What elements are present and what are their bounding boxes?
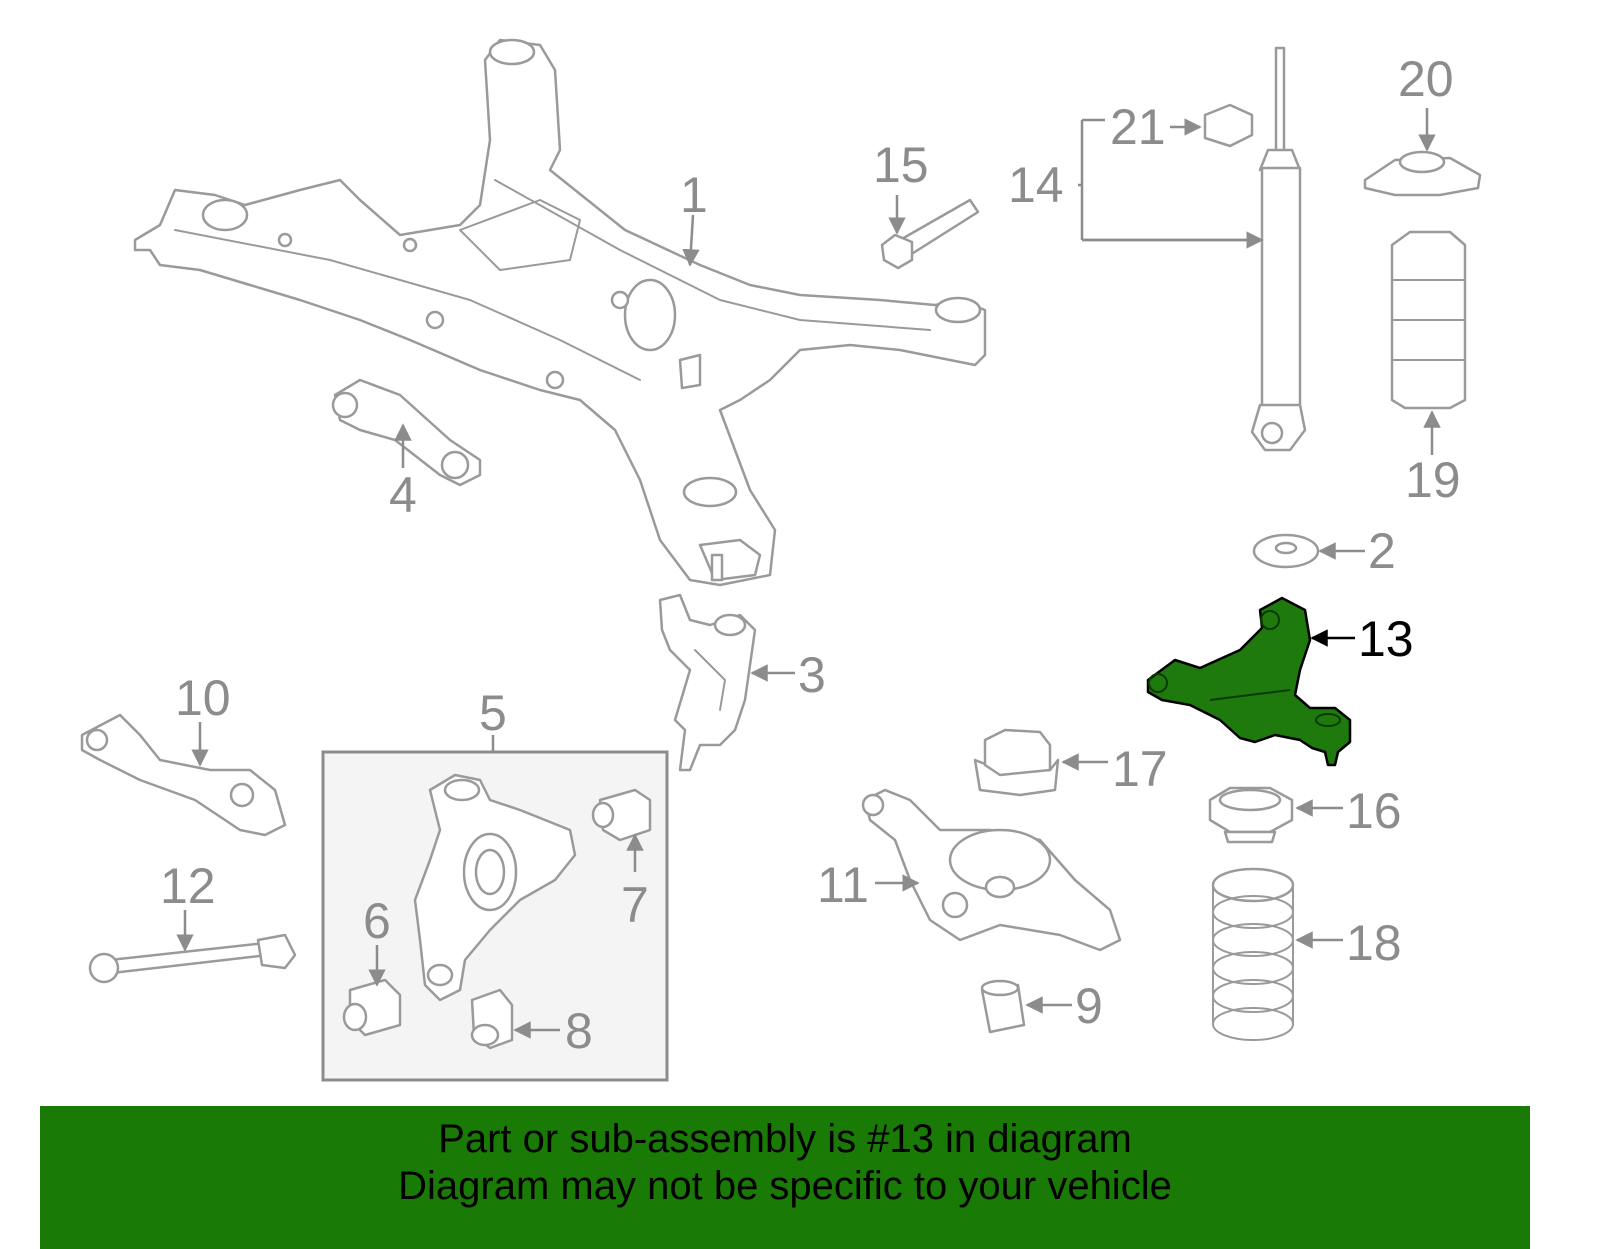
control-arm-part-13 bbox=[1146, 596, 1352, 767]
knuckle-inset-box bbox=[321, 750, 669, 1082]
bracket-part-3 bbox=[658, 593, 757, 772]
callout-4: 4 bbox=[389, 467, 417, 523]
banner-line-disclaimer: Diagram may not be specific to your vehi… bbox=[398, 1164, 1172, 1208]
callout-7: 7 bbox=[621, 877, 649, 933]
shock-absorber-part-14 bbox=[1250, 46, 1307, 452]
callout-10: 10 bbox=[175, 670, 231, 726]
leader-lines bbox=[176, 108, 1441, 1039]
info-banner: Part or sub-assembly is #13 in diagram D… bbox=[40, 1106, 1530, 1249]
callout-8: 8 bbox=[565, 1003, 593, 1059]
callout-11: 11 bbox=[817, 857, 869, 913]
callout-12: 12 bbox=[160, 858, 216, 914]
callout-9: 9 bbox=[1075, 978, 1103, 1034]
callout-20: 20 bbox=[1398, 51, 1454, 107]
boot-part-19 bbox=[1390, 230, 1467, 410]
spring-seat-part-16 bbox=[1208, 786, 1294, 844]
callout-15: 15 bbox=[873, 137, 929, 193]
upper-mount-part-20 bbox=[1363, 150, 1482, 197]
nut-part-21 bbox=[1203, 103, 1254, 148]
banner-line-part-number: Part or sub-assembly is #13 in diagram bbox=[438, 1117, 1132, 1161]
callout-18: 18 bbox=[1346, 915, 1402, 971]
callout-1: 1 bbox=[680, 167, 708, 223]
lower-arm-part-11 bbox=[861, 788, 1122, 952]
callout-19: 19 bbox=[1405, 452, 1461, 508]
parts-diagram: 1 2 3 4 5 6 7 8 9 10 11 12 13 14 15 16 1… bbox=[80, 38, 1482, 1082]
callout-3: 3 bbox=[798, 647, 826, 703]
callout-21: 21 bbox=[1110, 99, 1166, 155]
coil-spring-part-18 bbox=[1211, 867, 1295, 1041]
subframe-part-1 bbox=[133, 38, 987, 587]
callout-6: 6 bbox=[363, 893, 391, 949]
rod-part-12 bbox=[88, 933, 297, 984]
seat-part-2 bbox=[1252, 533, 1320, 569]
callout-labels: 1 2 3 4 5 6 7 8 9 10 11 12 13 14 15 16 1… bbox=[160, 51, 1461, 1059]
callout-14: 14 bbox=[1008, 157, 1064, 213]
callout-17: 17 bbox=[1112, 741, 1168, 797]
bushing-part-9 bbox=[980, 979, 1026, 1034]
callout-2: 2 bbox=[1368, 523, 1396, 579]
callout-13: 13 bbox=[1358, 611, 1414, 667]
callout-5: 5 bbox=[479, 685, 507, 741]
link-part-10 bbox=[80, 713, 287, 837]
bolt-part-15 bbox=[880, 198, 980, 270]
mount-part-17 bbox=[973, 728, 1060, 797]
callout-16: 16 bbox=[1346, 783, 1402, 839]
